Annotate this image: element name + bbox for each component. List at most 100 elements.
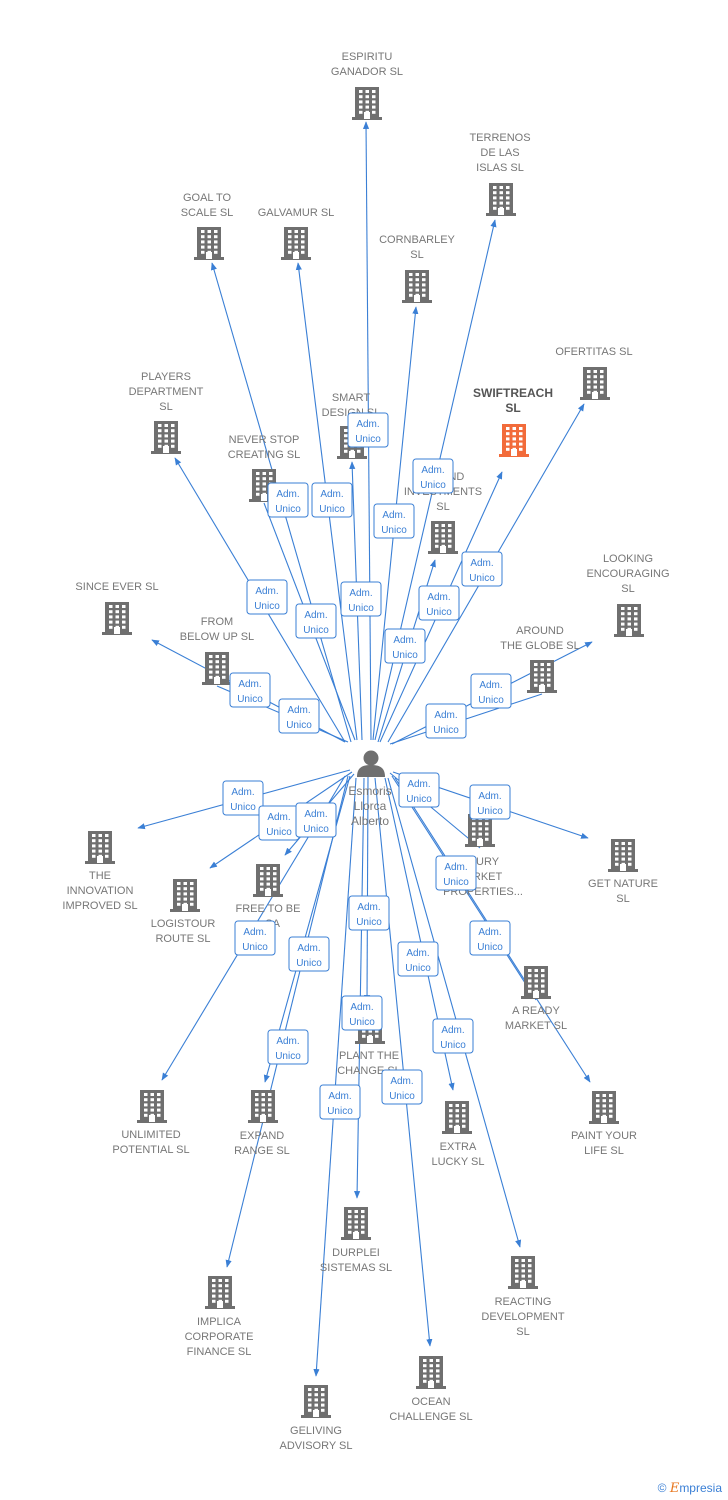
building-icon[interactable] [614,604,644,637]
building-icon[interactable] [580,367,610,400]
building-icon[interactable] [281,227,311,260]
role-badge[interactable]: Adm.Unico [435,855,477,891]
building-icon[interactable] [85,831,115,864]
role-badge[interactable]: Adm.Unico [432,1018,474,1054]
building-icon[interactable] [137,1090,167,1123]
role-badge[interactable]: Adm.Unico [246,579,288,615]
building-icon[interactable] [170,879,200,912]
building-icon[interactable] [521,966,551,999]
role-badge[interactable]: Adm.Unico [222,780,264,816]
building-icon[interactable] [486,183,516,216]
person-icon[interactable] [357,750,385,778]
building-icon[interactable] [202,652,232,685]
company-label[interactable]: OFERTITAS SL [555,346,632,358]
building-icon[interactable] [589,1091,619,1124]
role-badge[interactable]: Adm.Unico [295,802,337,838]
role-badge[interactable]: Adm.Unico [229,672,271,708]
building-icon[interactable] [352,87,382,120]
role-badge[interactable]: Adm.Unico [278,698,320,734]
role-badge[interactable]: Adm.Unico [381,1069,423,1105]
building-icon[interactable] [527,660,557,693]
role-badge[interactable]: Adm.Unico [470,673,512,709]
role-badge[interactable]: Adm.Unico [340,581,382,617]
footer-brand[interactable]: © Empresia [658,1481,722,1496]
role-badge[interactable]: Adm.Unico [397,941,439,977]
building-icon[interactable] [248,1090,278,1123]
building-icon[interactable] [151,421,181,454]
building-icon[interactable] [205,1276,235,1309]
building-icon[interactable] [608,839,638,872]
role-badge[interactable]: Adm.Unico [348,895,390,931]
role-badge[interactable]: Adm.Unico [469,784,511,820]
role-badge[interactable]: Adm.Unico [234,920,276,956]
role-badge[interactable]: Adm.Unico [319,1084,361,1120]
building-icon[interactable] [416,1356,446,1389]
building-icon[interactable] [442,1101,472,1134]
building-icon[interactable] [428,521,458,554]
role-badge[interactable]: Adm.Unico [258,805,300,841]
building-icon[interactable] [402,270,432,303]
role-badge[interactable]: Adm.Unico [373,503,415,539]
role-badge[interactable]: Adm.Unico [341,995,383,1031]
building-icon[interactable] [508,1256,538,1289]
role-badge[interactable]: Adm.Unico [295,603,337,639]
building-icon[interactable] [341,1207,371,1240]
role-badge[interactable]: Adm.Unico [412,458,454,494]
building-icon[interactable] [194,227,224,260]
role-badge[interactable]: Adm.Unico [425,703,467,739]
role-badge[interactable]: Adm.Unico [469,920,511,956]
role-badge[interactable]: Adm.Unico [311,482,353,518]
role-badge[interactable]: Adm.Unico [288,936,330,972]
role-badge[interactable]: Adm.Unico [384,628,426,664]
building-icon[interactable] [301,1385,331,1418]
company-node-sinceever[interactable]: SINCE EVER SL [75,581,159,635]
role-badge[interactable]: Adm.Unico [267,482,309,518]
company-node-freetobe[interactable]: FREE TO BE...SA [235,864,301,930]
building-icon[interactable] [253,864,283,897]
role-badge[interactable]: Adm.Unico [267,1029,309,1065]
building-icon[interactable] [499,424,529,457]
building-icon[interactable] [102,602,132,635]
